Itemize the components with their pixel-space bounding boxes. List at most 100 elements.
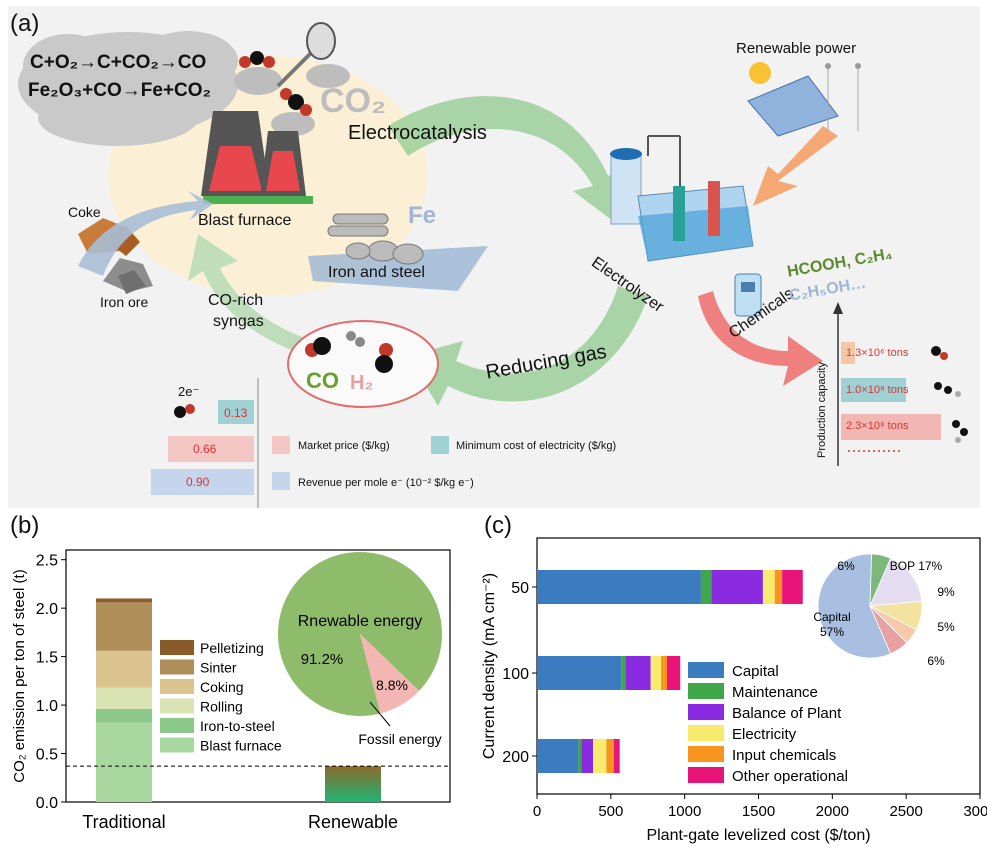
ladle-icon [276,22,336,88]
legend-swatch [160,640,194,655]
x-label-traditional: Traditional [82,812,165,832]
bar-segment-sinter [96,602,152,651]
y-tick-label: 0.0 [36,795,58,812]
pie-label: 6% [927,654,945,668]
x-tick-label: 0 [533,803,541,820]
pie-label: 5% [937,620,955,634]
pie-label: 6% [837,559,855,573]
legend-revenue: Revenue per mole e⁻ (10⁻² $/kg e⁻) [298,477,474,489]
solar-panel-icon [747,62,861,137]
y-tick-label: 200 [502,749,529,766]
panel-a-tag: (a) [10,10,40,37]
y-tick-label: 50 [511,580,529,597]
legend-label: Iron-to-steel [200,718,275,734]
bar-segment-maintenance [578,739,582,773]
legend-swatch [688,725,724,741]
electrolyzer-icon [610,135,754,262]
arrow-reducing-gas [408,286,648,406]
panel-a-graphics [18,22,968,508]
pie-label-capital: Capital [813,610,850,624]
capacity-1: 1.3×10⁶ tons [846,347,909,359]
bar-segment-pelletizing [96,598,152,603]
pie-leader [369,701,391,727]
x-axis-label: Plant-gate levelized cost ($/ton) [646,827,870,844]
y-tick-label: 1.5 [36,650,58,667]
bar-segment-electricity [593,739,607,773]
capacity-axis-label: Production capacity [816,362,828,458]
legend-swatch [160,679,194,694]
syngas-ellipse [287,320,439,408]
smoke [234,64,350,136]
price-diagram [151,378,449,508]
pie-value-capital: 57% [820,625,844,639]
iron-ore-icon [103,258,153,294]
x-tick-label: 3000 [963,803,987,820]
fe-label: Fe [408,202,437,229]
pie-label-renewable: Rnewable energy [298,613,423,630]
price-box-2: 0.66 [193,442,217,456]
legend-electricity-cost: Minimum cost of electricity ($/kg) [456,440,617,452]
x-tick-label: 500 [598,803,623,820]
y-axis-label: CO₂ emission per ton of steel (t) [11,569,28,782]
y-tick-label: 2.0 [36,601,58,618]
legend-swatch [160,659,194,675]
syngas-label: syngas [213,313,264,330]
bar-segment-rolling [96,687,152,709]
y-tick-label: 2.5 [36,553,58,570]
electrocatalysis-label: Electrocatalysis [348,122,487,144]
legend-label: Pelletizing [200,640,264,656]
pie-slice-other-operational [869,605,908,655]
bar-renewable [325,766,381,802]
bar-segment-maintenance [621,656,626,690]
pie-value-renewable: 91.2% [301,651,344,668]
blast-furnace-icon [201,111,313,204]
pie-slice-fossil [360,634,420,714]
co-rich-label: CO-rich [208,292,264,309]
bar-segment-maintenance [700,570,712,604]
fuel-pump-icon [734,273,762,317]
bar-segment-input-chemicals [606,739,614,773]
price-box-1: 0.13 [224,406,248,420]
legend-label: Input chemicals [732,747,836,764]
capacity-2: 1.0×10⁸ tons [846,384,909,396]
renewable-power-label: Renewable power [736,40,857,57]
legend-swatch [688,746,724,762]
capacity-3: 2.3×10⁸ tons [846,420,909,432]
bar-segment-electricity [762,570,775,604]
bar-segment-capital [537,739,579,773]
blast-furnace-label: Blast furnace [198,212,292,229]
y-axis-label: Current density (mA cm⁻²) [481,573,498,759]
pie-label: BOP 17% [890,559,943,573]
legend-market-price: Market price ($/kg) [298,440,390,452]
legend-label: Other operational [732,768,848,785]
x-tick-label: 1500 [742,803,775,820]
bar-segment-capital [537,570,701,604]
co2-molecules [239,51,312,116]
plot-frame [65,549,451,803]
bar-segment-input-chemicals [774,570,783,604]
panel-b-tag: (b) [10,512,40,539]
bar-segment-input-chemicals [661,656,667,690]
legend-swatch [160,737,194,753]
arrow-electrocatalysis [388,96,628,221]
legend-swatch [688,704,724,720]
coke-label: Coke [68,204,101,220]
bar-segment-coking [96,650,152,688]
legend-label: Sinter [200,660,237,676]
y-tick-label: 1.0 [36,698,58,715]
bar-segment-capital [537,656,622,690]
y-tick-label: 100 [502,666,529,683]
steel-icon [327,213,424,265]
legend-swatch [160,698,194,714]
iron-ore-label: Iron ore [100,294,149,310]
equation-1: C+O₂→C+CO₂→CO [30,52,207,73]
legend-label: Electricity [732,726,797,743]
bar-segment-other-operational [782,570,803,604]
arrow-power [753,126,838,206]
pie-slice-capital [817,553,892,659]
price-box-3: 0.90 [186,475,210,489]
h2-label: H₂ [350,372,374,394]
co-label: CO [306,368,339,393]
arrow-syngas [188,234,313,356]
